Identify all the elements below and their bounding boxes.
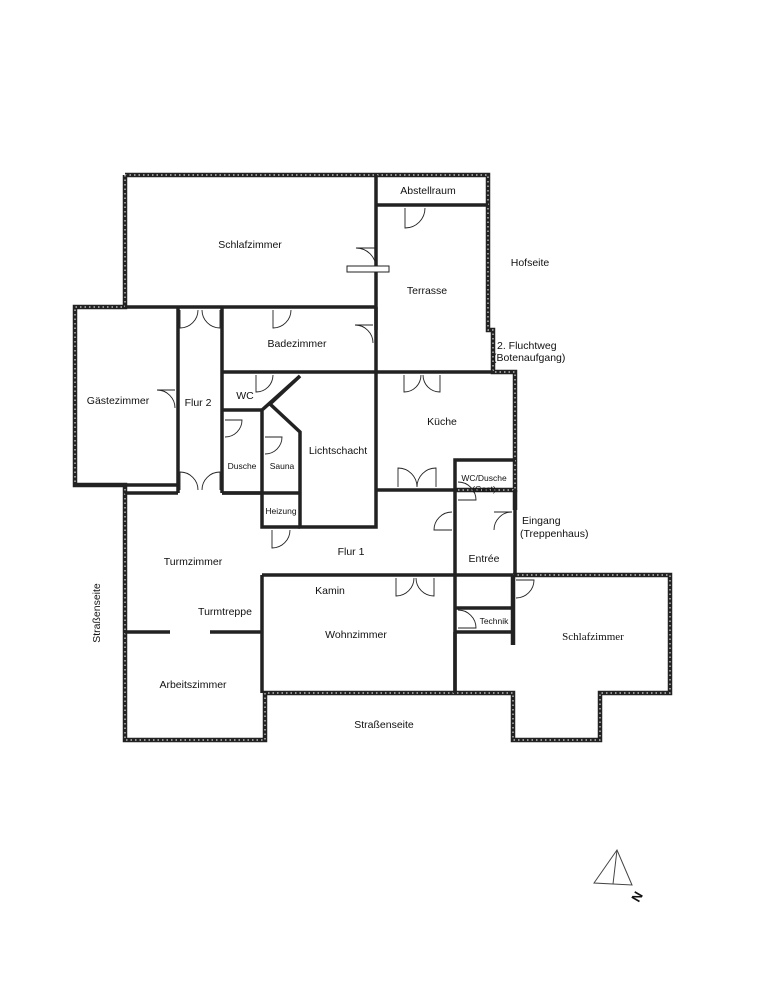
label-schlafzimmer-top: Schlafzimmer [218, 239, 282, 251]
label-sauna: Sauna [270, 461, 295, 471]
room-labels: Abstellraum Schlafzimmer Terrasse Badezi… [87, 185, 624, 691]
label-wc: WC [236, 390, 254, 402]
label-strassenseite-left: Straßenseite [91, 583, 103, 643]
label-wc-dusche-gast: (Gast) [472, 484, 496, 494]
label-entree: Entrée [469, 553, 500, 565]
label-dusche: Dusche [228, 461, 257, 471]
label-kamin: Kamin [315, 585, 345, 597]
label-abstellraum: Abstellraum [400, 185, 456, 197]
door-swings [156, 207, 535, 629]
label-arbeitszimmer: Arbeitszimmer [159, 679, 227, 691]
label-treppenhaus: (Treppenhaus) [520, 528, 588, 540]
label-eingang: Eingang [522, 515, 561, 527]
interior-walls [75, 175, 517, 693]
label-flur2: Flur 2 [185, 397, 212, 409]
label-wc-dusche: WC/Dusche [461, 473, 507, 483]
label-lichtschacht: Lichtschacht [309, 445, 367, 457]
label-gaestezimmer: Gästezimmer [87, 395, 150, 407]
label-heizung: Heizung [265, 506, 296, 516]
label-botenaufgang: (Botenaufgang) [493, 352, 565, 364]
north-arrow-icon: N [593, 848, 646, 905]
label-strassenseite-bottom: Straßenseite [354, 719, 414, 731]
label-terrasse: Terrasse [407, 285, 447, 297]
label-fluchtweg: 2. Fluchtweg [497, 340, 557, 352]
label-turmtreppe: Turmtreppe [198, 606, 252, 618]
label-kueche: Küche [427, 416, 457, 428]
label-hofseite: Hofseite [511, 257, 550, 269]
label-turmzimmer: Turmzimmer [164, 556, 223, 568]
outer-walls [72, 172, 673, 743]
label-wohnzimmer: Wohnzimmer [325, 629, 387, 641]
north-letter: N [628, 889, 646, 905]
label-badezimmer: Badezimmer [268, 338, 327, 350]
label-technik: Technik [480, 616, 510, 626]
label-schlafzimmer-right: Schlafzimmer [562, 631, 624, 643]
annotations: Hofseite 2. Fluchtweg (Botenaufgang) Ein… [91, 257, 588, 731]
label-flur1: Flur 1 [338, 546, 365, 558]
